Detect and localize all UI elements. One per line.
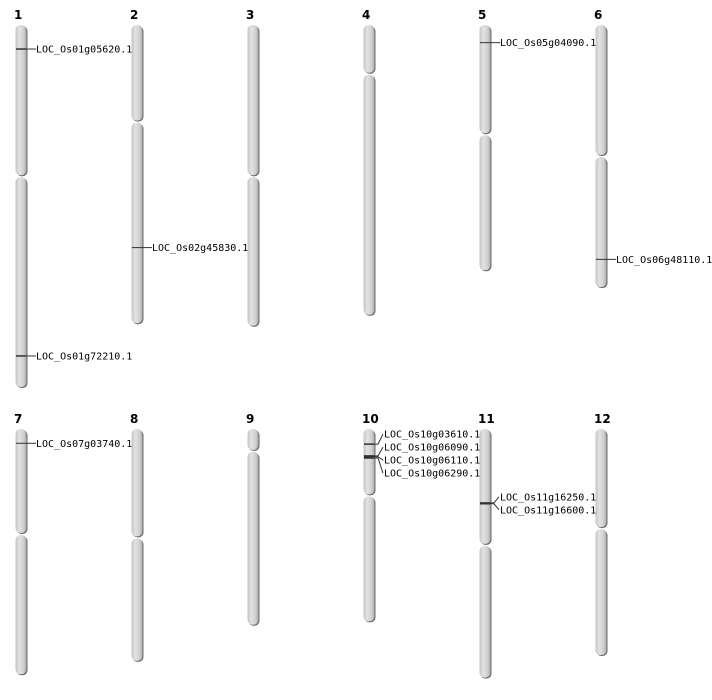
p-arm [595, 429, 607, 528]
gene-label: LOC_Os06g48110.1 [616, 255, 712, 266]
gene-connector [374, 457, 384, 474]
gene-marker: LOC_Os02g45830.1 [132, 243, 248, 254]
chromosome-label: 12 [594, 412, 611, 426]
chromosome-label: 3 [246, 8, 254, 22]
gene-marker: LOC_Os06g48110.1 [596, 255, 712, 266]
p-arm [595, 25, 607, 156]
p-arm [479, 429, 491, 544]
p-arm [131, 25, 143, 121]
p-arm [15, 429, 27, 533]
chromosome-label: 9 [246, 412, 254, 426]
gene-label: LOC_Os01g05620.1 [36, 45, 132, 56]
chromosome-label: 10 [362, 412, 379, 426]
chromosome-12: 12 [594, 412, 611, 656]
q-arm [131, 538, 143, 661]
q-arm [595, 157, 607, 288]
q-arm [363, 496, 375, 622]
q-arm [247, 177, 259, 326]
p-arm [247, 429, 259, 450]
gene-label: LOC_Os10g06090.1 [384, 443, 480, 454]
gene-marker: LOC_Os05g04090.1 [480, 38, 596, 49]
gene-marker: LOC_Os01g05620.1 [16, 45, 132, 56]
chromosome-4: 4 [362, 8, 376, 316]
chromosome-10: 10LOC_Os10g03610.1LOC_Os10g06090.1LOC_Os… [362, 412, 480, 623]
q-arm [131, 122, 143, 324]
chromosome-8: 8 [130, 412, 144, 662]
gene-connector [374, 433, 384, 445]
q-arm [479, 545, 491, 678]
p-arm [131, 429, 143, 537]
chromosome-label: 4 [362, 8, 370, 22]
chromosome-label: 7 [14, 412, 22, 426]
gene-marker: LOC_Os11g16250.1 [480, 492, 596, 504]
p-arm [247, 25, 259, 176]
gene-label: LOC_Os01g72210.1 [36, 351, 132, 362]
q-arm [15, 177, 27, 388]
gene-connector [490, 503, 500, 511]
chromosome-label: 5 [478, 8, 486, 22]
chromosome-label: 8 [130, 412, 138, 426]
gene-connector [374, 456, 384, 461]
gene-marker: LOC_Os10g06110.1 [364, 456, 480, 467]
gene-label: LOC_Os11g16600.1 [500, 505, 596, 516]
gene-marker: LOC_Os07g03740.1 [16, 439, 132, 450]
chromosome-3: 3 [246, 8, 260, 327]
q-arm [479, 135, 491, 271]
gene-marker: LOC_Os11g16600.1 [480, 503, 596, 516]
gene-connector [490, 496, 500, 504]
chromosome-label: 11 [478, 412, 495, 426]
chromosome-9: 9 [246, 412, 260, 626]
chromosome-label: 6 [594, 8, 602, 22]
q-arm [595, 529, 607, 655]
gene-label: LOC_Os05g04090.1 [500, 38, 596, 49]
gene-label: LOC_Os11g16250.1 [500, 492, 596, 503]
chromosome-label: 1 [14, 8, 22, 22]
p-arm [15, 25, 27, 176]
gene-marker: LOC_Os10g03610.1 [364, 430, 480, 445]
gene-marker: LOC_Os10g06090.1 [364, 443, 480, 457]
gene-label: LOC_Os10g06290.1 [384, 469, 480, 480]
gene-marker: LOC_Os01g72210.1 [16, 351, 132, 362]
gene-marker: LOC_Os10g06290.1 [364, 457, 480, 480]
q-arm [247, 451, 259, 625]
chromosome-label: 2 [130, 8, 138, 22]
p-arm [363, 25, 375, 73]
p-arm [479, 25, 491, 134]
gene-label: LOC_Os02g45830.1 [152, 243, 248, 254]
gene-label: LOC_Os10g03610.1 [384, 430, 480, 441]
q-arm [15, 535, 27, 675]
p-arm [363, 429, 375, 495]
gene-label: LOC_Os10g06110.1 [384, 456, 480, 467]
gene-connector [374, 446, 384, 457]
gene-label: LOC_Os07g03740.1 [36, 439, 132, 450]
q-arm [363, 74, 375, 315]
